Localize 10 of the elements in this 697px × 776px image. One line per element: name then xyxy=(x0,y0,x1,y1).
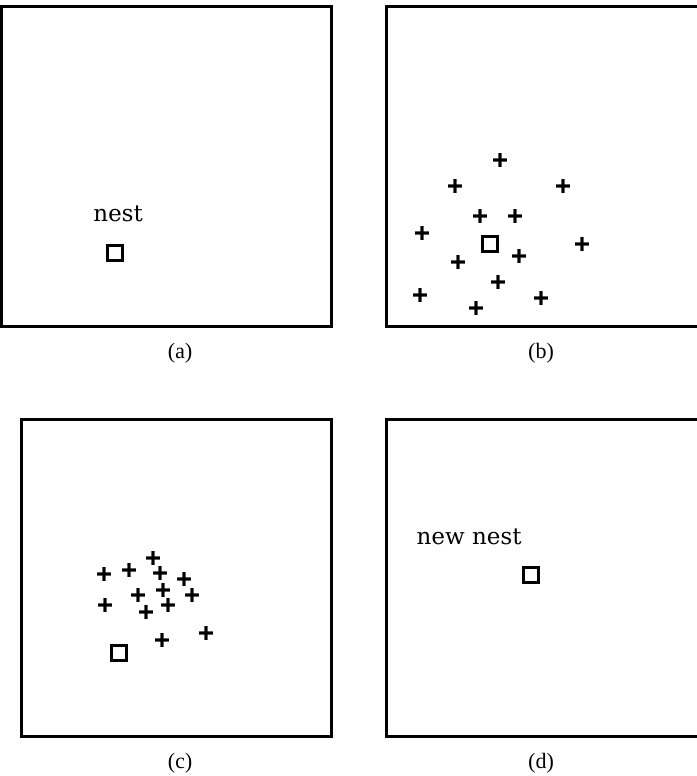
panel-caption: (b) xyxy=(528,338,554,364)
panel-frame xyxy=(385,418,697,738)
nest-label: new nest xyxy=(416,524,522,550)
panel-frame xyxy=(20,418,333,738)
nest-label: nest xyxy=(93,201,143,227)
panel-caption: (d) xyxy=(528,748,554,774)
panel-frame xyxy=(0,5,333,328)
panel-caption: (a) xyxy=(168,338,192,364)
panel-caption: (c) xyxy=(168,748,192,774)
panel-frame xyxy=(385,5,697,328)
